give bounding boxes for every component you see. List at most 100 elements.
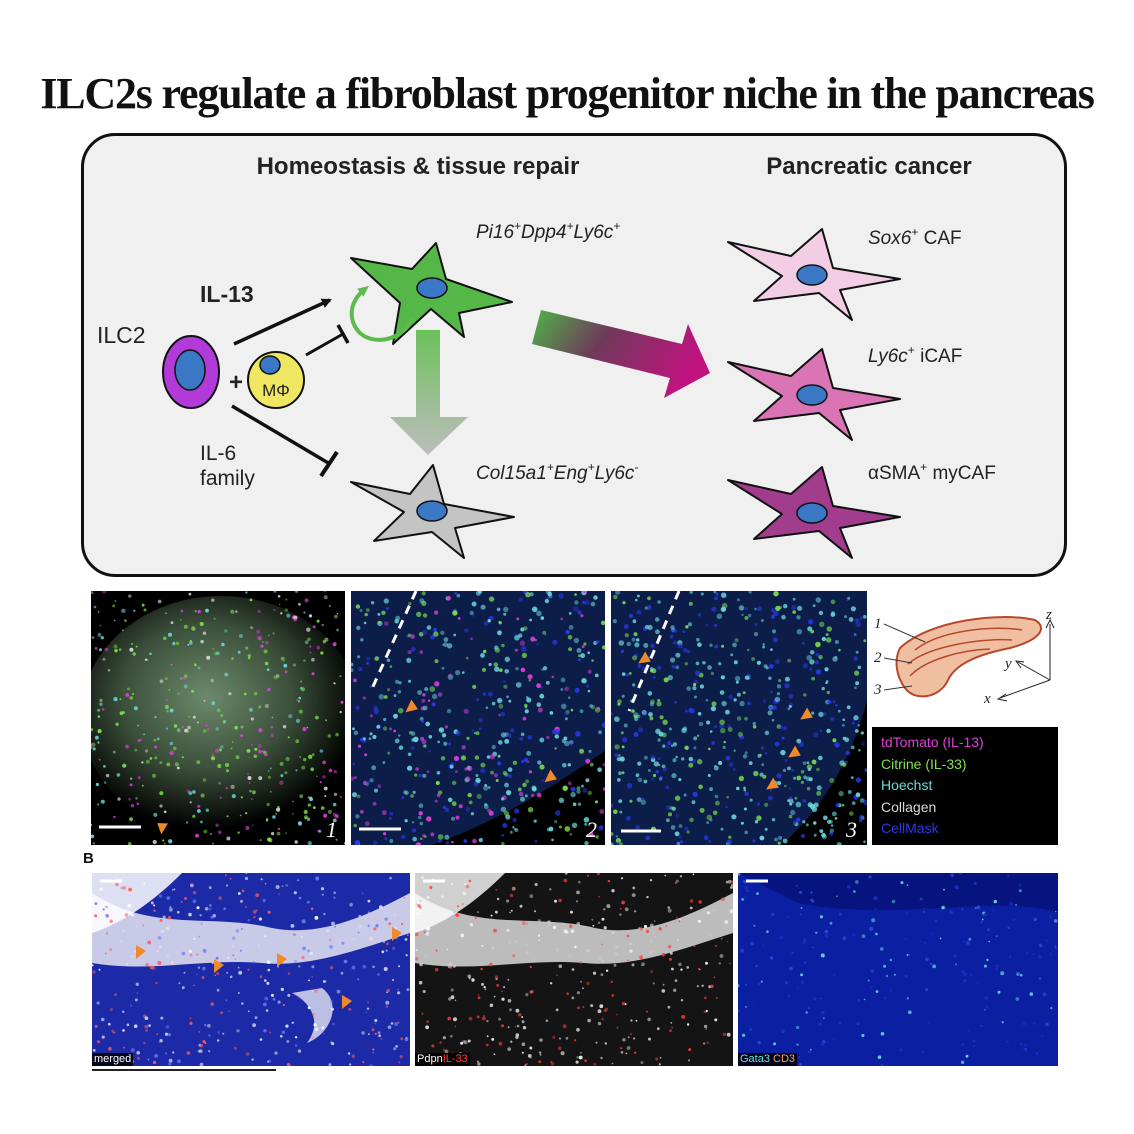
speck <box>264 996 269 1001</box>
speck <box>764 827 768 831</box>
speck <box>318 829 322 833</box>
speck <box>257 944 260 947</box>
ly6c-icaf-nucleus <box>796 384 828 406</box>
speck <box>790 809 796 816</box>
speck <box>260 644 264 648</box>
speck <box>303 611 306 614</box>
speck <box>267 968 271 972</box>
speck <box>973 1040 975 1042</box>
speck <box>309 645 312 648</box>
speck <box>521 652 527 658</box>
speck <box>596 706 600 711</box>
speck <box>618 799 623 803</box>
speck <box>416 611 422 617</box>
speck <box>500 711 505 717</box>
speck <box>800 980 805 984</box>
speck <box>366 656 370 661</box>
speck <box>807 802 813 808</box>
speck <box>125 962 129 966</box>
speck <box>531 606 538 613</box>
speck <box>464 628 469 633</box>
speck <box>437 839 442 844</box>
speck <box>468 879 472 883</box>
speck <box>327 734 331 738</box>
speck <box>241 1002 244 1005</box>
speck <box>646 605 652 610</box>
speck <box>691 800 696 805</box>
speck <box>1006 1040 1009 1043</box>
speck <box>326 929 329 933</box>
speck <box>762 774 767 779</box>
speck <box>644 606 648 610</box>
speck <box>661 952 666 957</box>
speck <box>709 730 713 733</box>
speck <box>686 1023 690 1026</box>
legend-hoechst: Hoechst <box>881 777 933 793</box>
speck <box>813 997 817 1001</box>
speck <box>91 636 95 639</box>
speck <box>821 832 826 838</box>
speck <box>205 724 208 727</box>
speck <box>874 908 877 910</box>
speck <box>857 999 861 1002</box>
speck <box>646 895 649 899</box>
speck <box>122 1010 125 1013</box>
speck <box>599 1004 604 1009</box>
speck <box>854 670 860 676</box>
speck <box>324 637 329 642</box>
speck <box>770 614 775 619</box>
speck <box>226 884 229 887</box>
speck <box>131 643 133 645</box>
speck <box>503 684 508 689</box>
speck <box>277 827 280 830</box>
speck <box>618 640 625 646</box>
speck <box>587 1018 591 1023</box>
speck <box>445 840 450 845</box>
speck <box>772 637 778 643</box>
speck <box>941 906 945 910</box>
speck <box>826 690 830 695</box>
speck <box>331 921 335 926</box>
speck <box>404 938 408 941</box>
speck <box>643 643 649 648</box>
speck <box>407 765 413 771</box>
speck <box>199 1044 204 1048</box>
speck <box>328 768 333 773</box>
speck <box>1026 951 1029 954</box>
speck <box>762 645 765 649</box>
speck <box>331 832 333 835</box>
speck <box>359 609 363 612</box>
speck <box>591 659 594 662</box>
speck <box>228 692 232 696</box>
speck <box>91 743 93 747</box>
speck <box>580 653 586 659</box>
speck <box>443 637 449 643</box>
speck <box>848 617 854 622</box>
speck <box>231 741 234 743</box>
specks-1 <box>91 591 345 845</box>
speck <box>282 1004 285 1007</box>
speck <box>775 659 780 664</box>
speck <box>907 953 911 956</box>
speck <box>405 635 409 638</box>
speck <box>377 784 382 788</box>
speck <box>164 704 169 710</box>
speck <box>577 654 581 657</box>
speck <box>286 1063 291 1066</box>
speck <box>584 600 590 606</box>
speck <box>581 678 587 684</box>
speck <box>442 643 445 647</box>
speck <box>178 982 181 985</box>
speck <box>269 1031 272 1034</box>
speck <box>650 667 654 671</box>
speck <box>444 1049 449 1054</box>
speck <box>705 1028 708 1030</box>
speck <box>1018 889 1022 892</box>
speck <box>393 729 397 733</box>
speck <box>616 1013 618 1016</box>
speck <box>778 679 782 683</box>
speck <box>303 659 306 662</box>
speck <box>431 1044 435 1048</box>
speck <box>211 701 216 706</box>
speck <box>736 680 739 684</box>
